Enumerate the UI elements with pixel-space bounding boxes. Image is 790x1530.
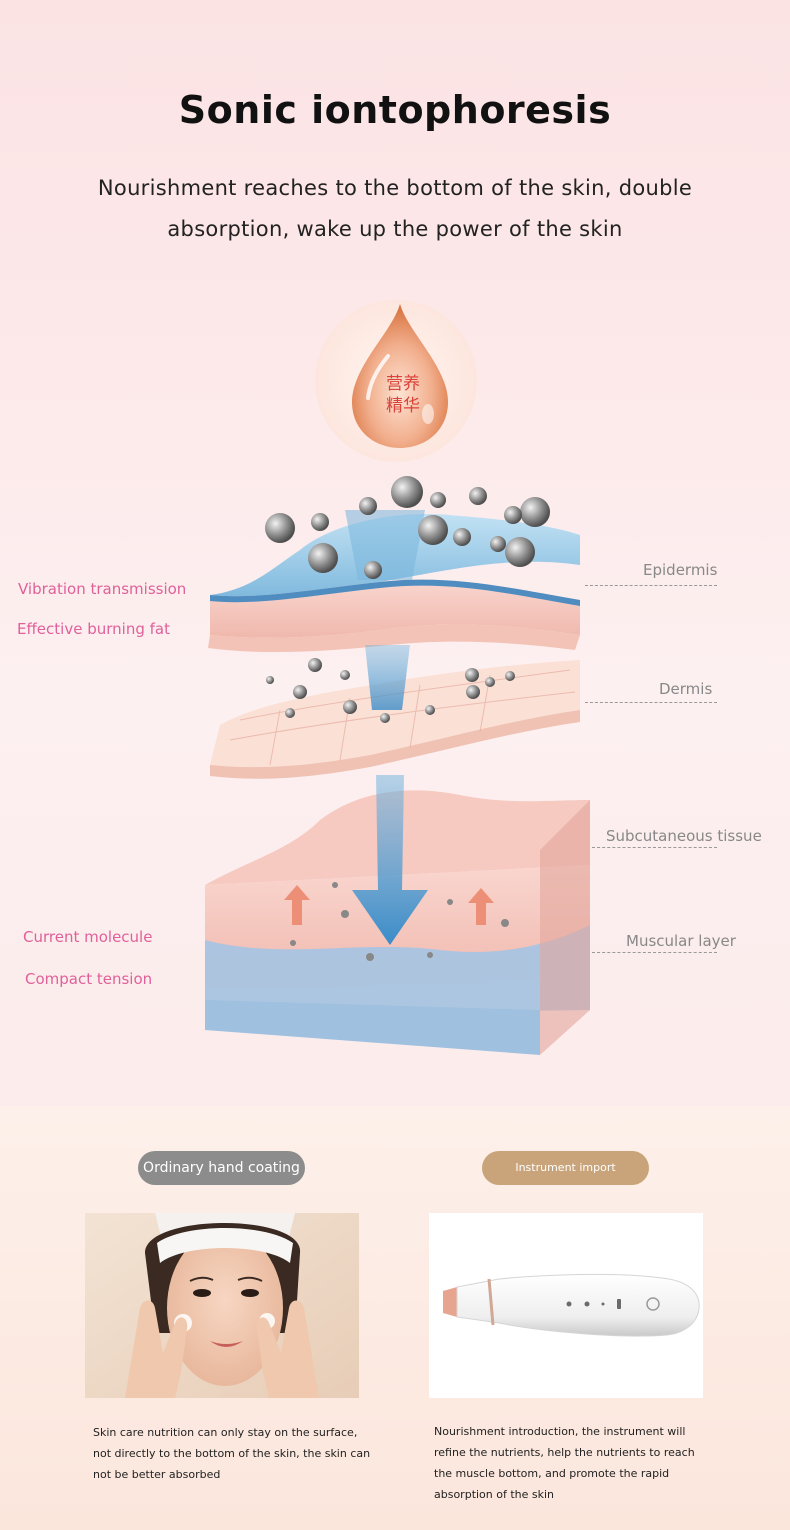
page-title: Sonic iontophoresis [178, 88, 612, 132]
essence-label-line1: 营养 [386, 374, 420, 394]
ordinary-hand-coating-tag: Ordinary hand coating [138, 1151, 305, 1185]
epidermis-leader [585, 585, 717, 586]
penetration-arrow [345, 510, 428, 945]
label-effective-burning-fat: Effective burning fat [17, 620, 170, 638]
label-compact-tension: Compact tension [25, 970, 153, 988]
label-vibration-transmission: Vibration transmission [18, 580, 187, 598]
essence-label: 营养 精华 [368, 373, 438, 417]
upward-arrows [284, 885, 494, 925]
hand-coating-photo [85, 1213, 359, 1398]
hand-coating-caption: Skin care nutrition can only stay on the… [93, 1426, 371, 1481]
muscular-leader [592, 952, 717, 953]
essence-drop-icon [352, 304, 448, 448]
label-epidermis: Epidermis [643, 561, 718, 579]
label-current-molecule: Current molecule [23, 928, 153, 946]
label-dermis: Dermis [659, 680, 713, 698]
instrument-import-tag: Instrument import [482, 1151, 649, 1185]
essence-label-line2: 精华 [386, 396, 420, 416]
label-subcutaneous-tissue: Subcutaneous tissue [606, 827, 762, 845]
subcutaneous-leader [592, 847, 717, 848]
dermis-leader [585, 702, 717, 703]
skin-layers-diagram [205, 476, 590, 1055]
device-buttons [566, 1299, 621, 1309]
molecules [265, 476, 550, 961]
label-muscular-layer: Muscular layer [626, 932, 736, 950]
page-subtitle: Nourishment reaches to the bottom of the… [97, 176, 693, 241]
instrument-photo [429, 1213, 703, 1398]
instrument-caption: Nourishment introduction, the instrument… [434, 1425, 695, 1501]
